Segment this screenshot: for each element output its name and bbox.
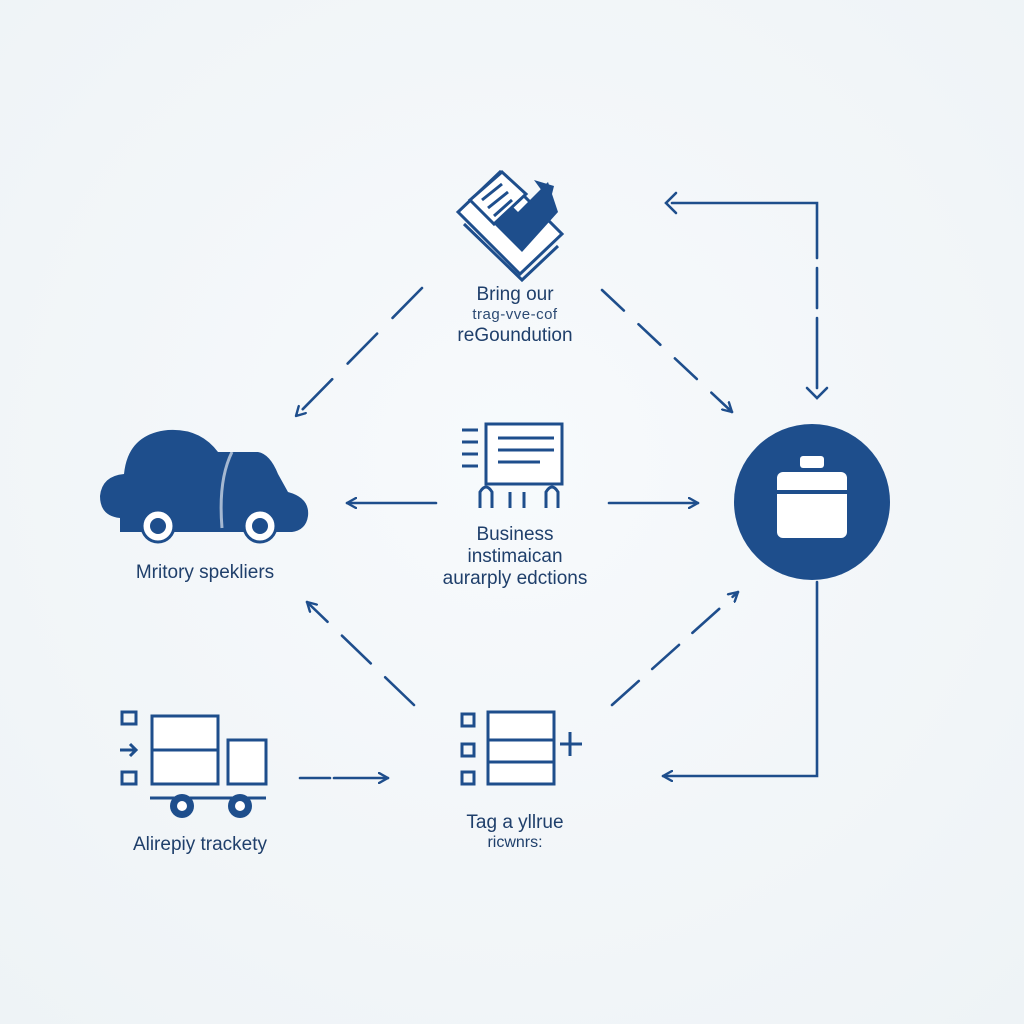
clipboard-circle-icon [734, 424, 890, 580]
bottom-node-label: Tag a yllrue ricwnrs: [400, 812, 630, 852]
arrow-loop-top-head-left [664, 191, 678, 215]
top-node-label-line2: trag-vve-cof [472, 305, 558, 323]
arrow-top-to-right [600, 288, 734, 414]
arrow-top-to-left [294, 286, 424, 418]
arrow-bottom-to-left [305, 600, 416, 707]
left-node-label: Mritory spekliers [95, 562, 315, 584]
checklist-icon [460, 710, 582, 786]
top-node-label-line1: Bring our [476, 284, 554, 305]
top-node-label-line3: reGoundution [457, 325, 573, 347]
bottom-node-label-line2: ricwnrs: [487, 833, 543, 851]
arrow-loop-top [664, 201, 819, 390]
bottom-left-node-label: Alirepiy tracketу [90, 834, 310, 856]
left-node-label-line1: Mritory spekliers [135, 562, 275, 583]
cloud-truck-icon [100, 429, 309, 544]
center-node-label: Business instimaican aurarply edctions [400, 524, 630, 590]
center-node-label-line1: Business [476, 524, 554, 545]
list-document-icon [462, 422, 564, 508]
document-stack-icon [455, 169, 565, 283]
center-node-label-line2: instimaican [467, 545, 563, 567]
center-node-label-line3: aurarply edctions [442, 567, 588, 589]
bottom-node-label-line1: Tag a yllrue [466, 812, 564, 833]
cart-icon [120, 710, 268, 818]
top-node-label: Bring our trag-vve-cof reGoundution [410, 284, 620, 347]
arrow-loop-bottom [661, 580, 819, 776]
bottom-left-node-label-line1: Alirepiy tracketу [132, 834, 268, 855]
arrow-bottom-to-right [610, 590, 740, 707]
arrow-loop-top-head-down [805, 386, 829, 400]
